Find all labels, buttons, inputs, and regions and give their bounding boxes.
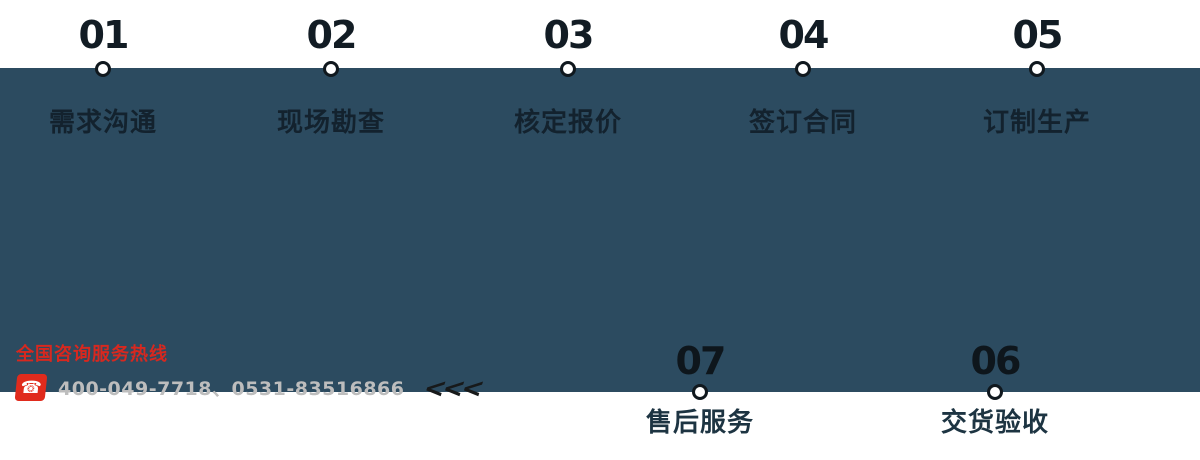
hotline-block: 全国咨询服务热线 ☎ 400-049-7718、0531-83516866	[14, 340, 436, 401]
step-dot-icon	[987, 384, 1003, 400]
step-04: 04 签订合同	[703, 0, 903, 460]
step-label: 需求沟通	[48, 108, 157, 138]
step-label: 订制生产	[982, 108, 1091, 138]
step-dot-icon	[692, 384, 708, 400]
step-number: 06	[970, 339, 1022, 383]
hotline-numbers: 400-049-7718、0531-83516866	[58, 378, 405, 400]
step-number: 03	[543, 13, 595, 57]
background-band	[0, 68, 1200, 392]
step-number: 01	[78, 13, 130, 57]
step-number: 07	[675, 339, 727, 383]
step-label: 交货验收	[940, 408, 1049, 438]
step-number: 02	[306, 13, 358, 57]
step-dot-icon	[323, 61, 339, 77]
step-03: 03 核定报价	[468, 0, 668, 460]
step-02: 02 现场勘查	[231, 0, 431, 460]
step-label: 签订合同	[748, 108, 857, 138]
hotline-row: ☎ 400-049-7718、0531-83516866	[14, 374, 405, 401]
left-chevrons-icon: <<<	[419, 374, 486, 404]
step-07: 07 售后服务	[600, 0, 800, 460]
step-06: 06 交货验收	[895, 0, 1095, 460]
step-01: 01 需求沟通	[3, 0, 203, 460]
step-dot-icon	[560, 61, 576, 77]
step-label: 现场勘查	[276, 108, 385, 138]
step-dot-icon	[795, 61, 811, 77]
step-number: 05	[1012, 13, 1064, 57]
step-label: 售后服务	[645, 408, 754, 438]
hotline-title: 全国咨询服务热线	[16, 344, 168, 365]
step-number: 04	[778, 13, 830, 57]
step-dot-icon	[1029, 61, 1045, 77]
step-label: 核定报价	[513, 108, 622, 138]
phone-icon: ☎	[14, 374, 48, 401]
step-05: 05 订制生产	[937, 0, 1137, 460]
step-dot-icon	[95, 61, 111, 77]
